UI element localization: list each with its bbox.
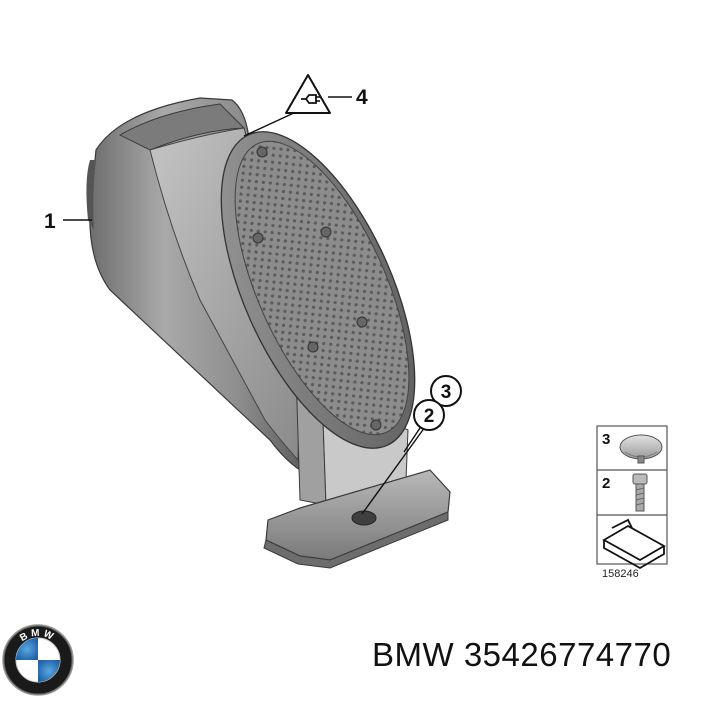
electrical-warning-icon [285,74,331,114]
pedal-base-plate [263,469,451,569]
callout-part-2: 2 [424,406,435,427]
callout-part-3-circle: 3 [430,375,462,407]
diagram-reference-number: 158246 [602,568,639,580]
part-number: 35426774770 [463,636,672,673]
pedal-pad [220,131,416,449]
callout-part-2-circle: 2 [413,399,445,431]
screw-icon [632,473,648,512]
part-caption: BMW 35426774770 [372,636,671,674]
legend-row-2-label: 2 [602,475,610,492]
legend-row-3-label: 3 [602,431,610,448]
bmw-roundel-logo: BMW [2,624,74,696]
parts-legend: 3 2 [596,425,668,570]
brand-name: BMW [372,636,455,673]
bmw-logo-text: BMW [18,628,57,644]
blind-rivet-cap-icon [619,434,663,464]
mounting-bracket-icon [602,518,666,570]
callout-part-3: 3 [441,382,452,403]
callout-part-4: 4 [356,86,368,109]
callout-part-1: 1 [44,210,56,233]
